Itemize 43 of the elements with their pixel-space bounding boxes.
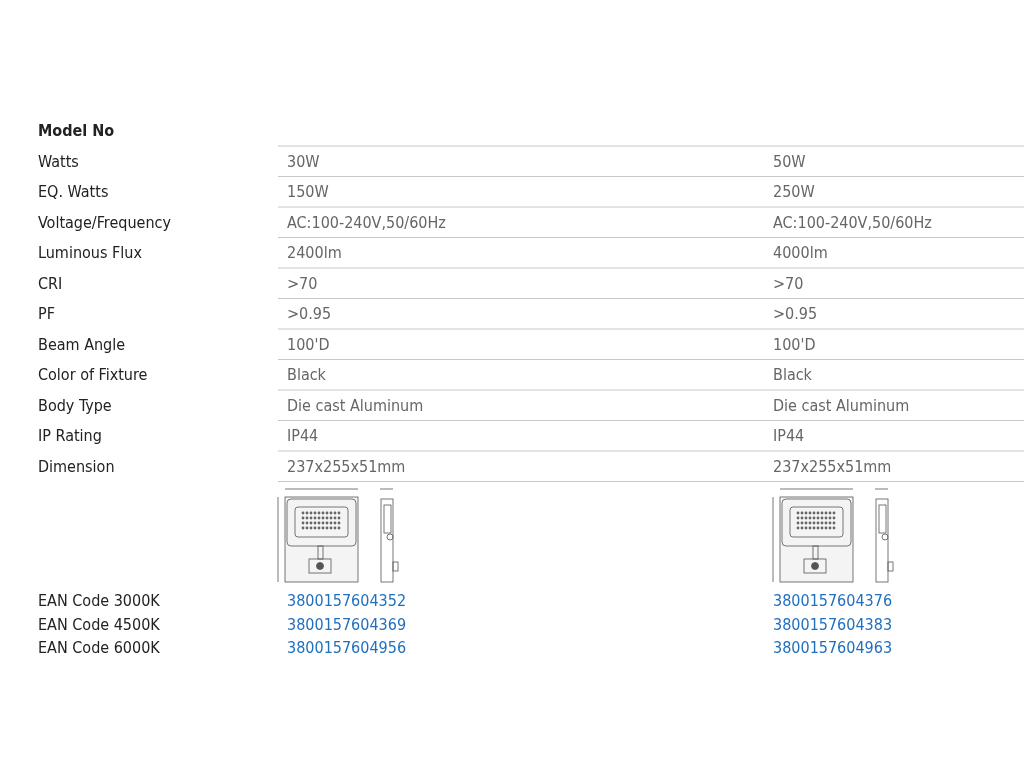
spec-value: >70: [287, 273, 318, 294]
row-label: Voltage/Frequency: [38, 212, 171, 233]
ean-code: 3800157604376: [773, 591, 893, 611]
spec-value: 2400lm: [287, 243, 342, 263]
row-label: CRI: [38, 273, 63, 294]
column-header: Model No: [38, 121, 115, 141]
spec-value: 50W: [773, 151, 806, 172]
ean-code: 3800157604383: [773, 614, 893, 635]
spec-value: 4000lm: [773, 243, 828, 263]
spec-value: Die cast Aluminum: [287, 395, 424, 416]
ean-code: 3800157604956: [287, 638, 407, 658]
spec-value: 237x255x51mm: [287, 456, 406, 477]
spec-value: Black: [287, 365, 326, 385]
row-label: IP Rating: [38, 426, 102, 446]
row-label: EAN Code 3000K: [38, 591, 160, 611]
row-label: EQ. Watts: [38, 182, 109, 202]
row-label: EAN Code 4500K: [38, 614, 160, 635]
spec-value: AC:100-240V,50/60Hz: [773, 212, 932, 233]
spec-value: 100'D: [773, 334, 816, 355]
spec-value: AC:100-240V,50/60Hz: [287, 212, 446, 233]
spec-value: 30W: [287, 151, 320, 172]
spec-value: 100'D: [287, 334, 330, 355]
ean-code: 3800157604963: [773, 638, 893, 658]
row-label: PF: [38, 304, 55, 324]
spec-value: 250W: [773, 182, 815, 202]
spec-value: >70: [773, 273, 804, 294]
spec-value: Black: [773, 365, 812, 385]
spec-value: IP44: [287, 426, 319, 446]
spec-value: >0.95: [287, 304, 332, 324]
spec-value: >0.95: [773, 304, 818, 324]
row-label: EAN Code 6000K: [38, 638, 160, 658]
row-label: Beam Angle: [38, 334, 126, 355]
row-label: Color of Fixture: [38, 365, 148, 385]
row-label: Watts: [38, 151, 79, 172]
spec-value: 237x255x51mm: [773, 456, 892, 477]
ean-code: 3800157604369: [287, 614, 407, 635]
row-label: Dimension: [38, 456, 115, 477]
row-label: Luminous Flux: [38, 243, 142, 263]
ean-code: 3800157604352: [287, 591, 407, 611]
spec-value: IP44: [773, 426, 805, 446]
spec-value: Die cast Aluminum: [773, 395, 910, 416]
spec-value: 150W: [287, 182, 329, 202]
row-label: Body Type: [38, 395, 112, 416]
